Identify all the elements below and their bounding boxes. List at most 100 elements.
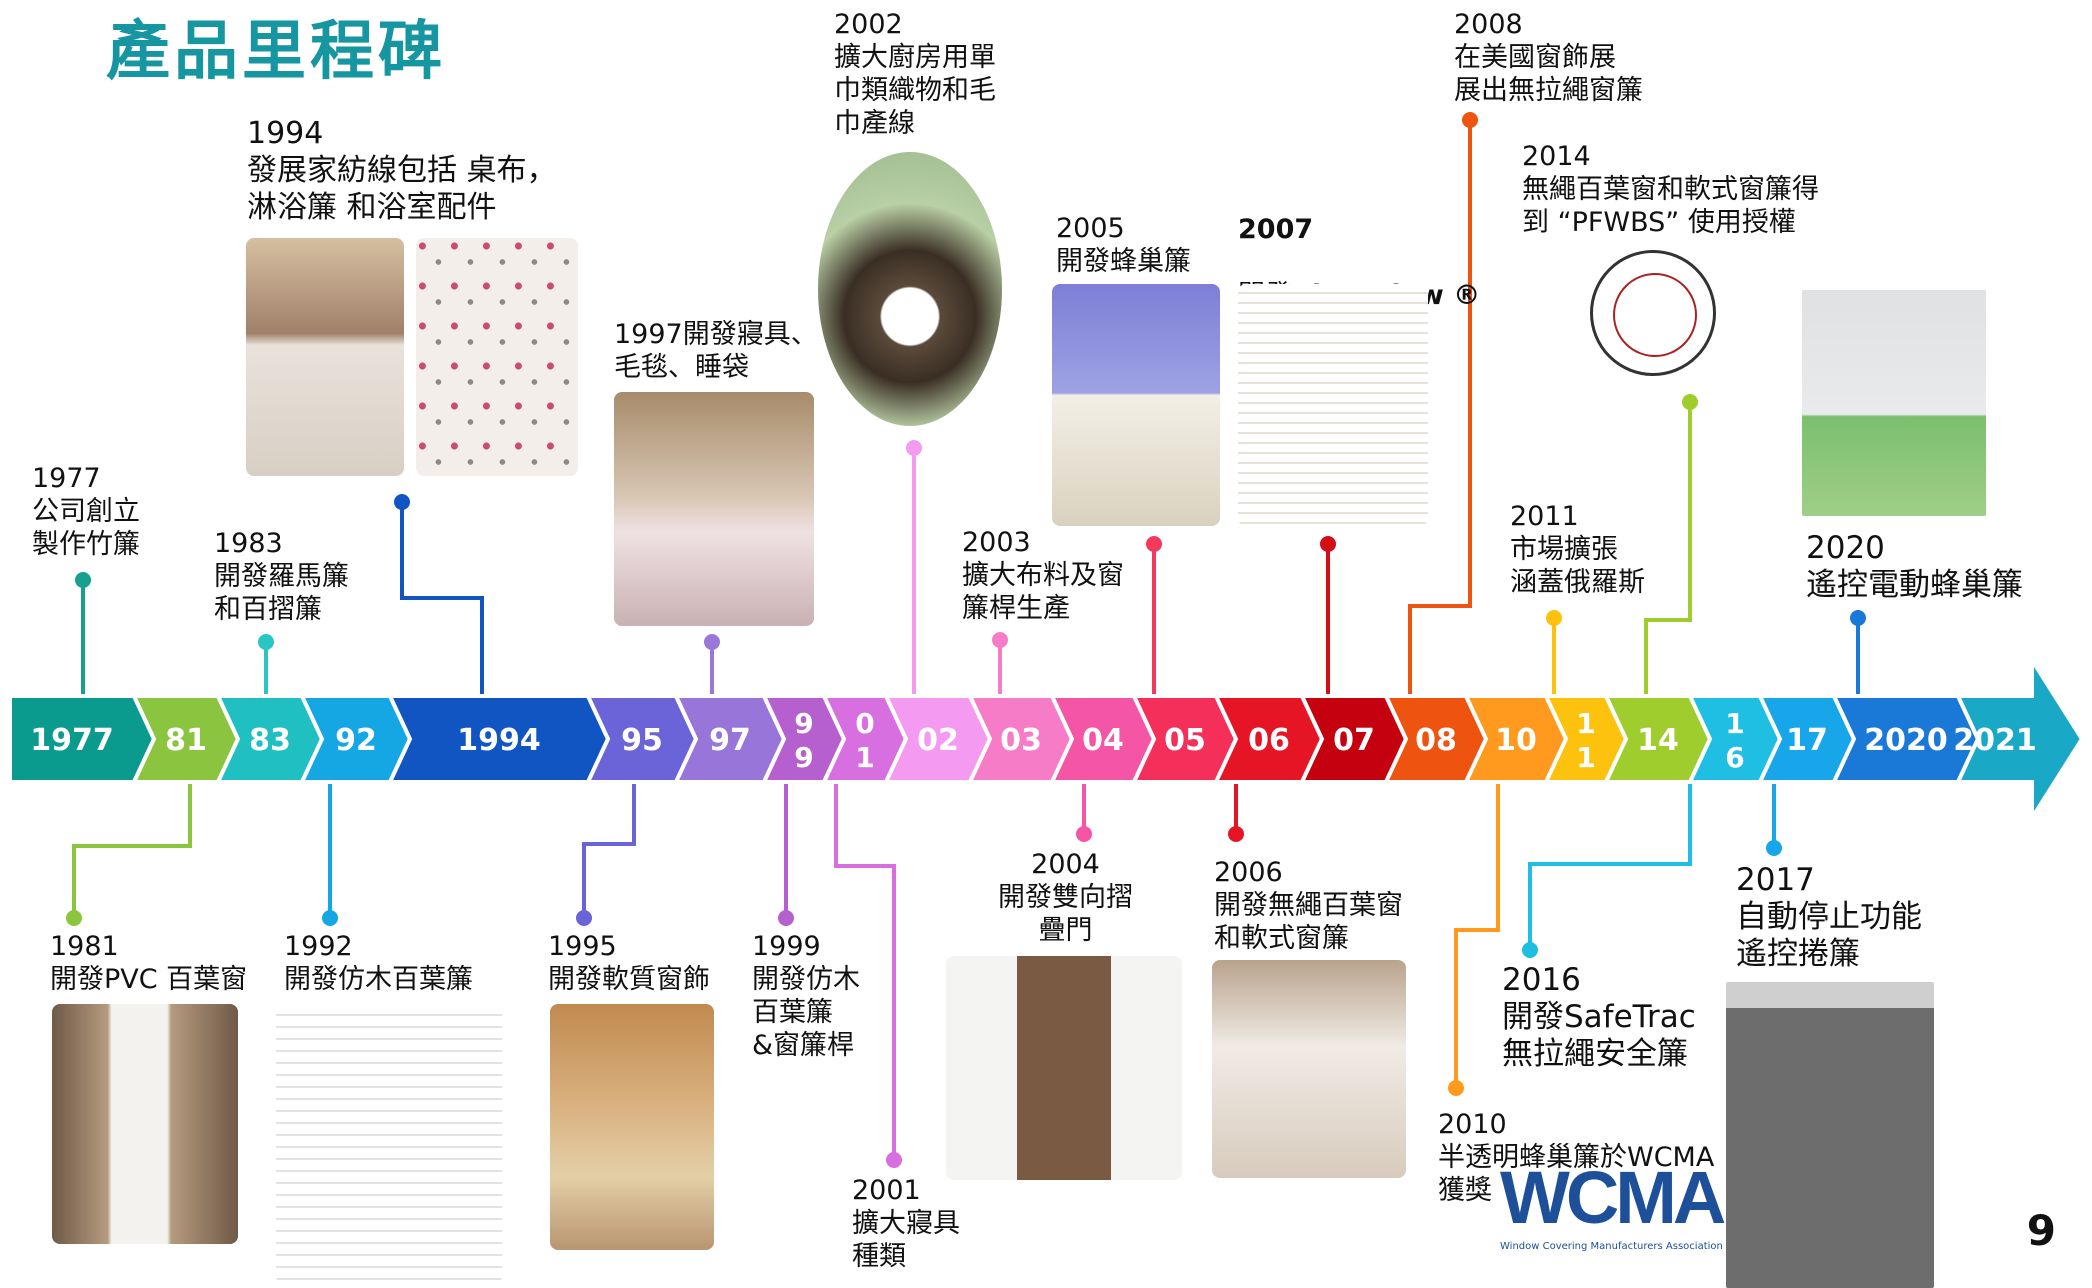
connector-line [1644,402,1692,696]
milestone-2007-year: 2007 [1238,214,1314,245]
milestone-dot [1766,840,1782,856]
milestone-dot [394,494,410,510]
milestone-dot [75,572,91,588]
page-title: 產品里程碑 [106,15,446,89]
arrow-segment-label: 81 [165,723,207,758]
milestone-dot [1522,942,1538,958]
milestone-2002: 2002 擴大廚房用單 巾類織物和毛 巾產線 [834,9,996,139]
milestone-dot [906,440,922,456]
tablecloth-photo [246,238,404,476]
milestone-2014: 2014 無繩百葉窗和軟式窗簾得 到 “PFWBS” 使用授權 [1522,141,1819,238]
arrow-segment-label: 04 [1082,723,1124,758]
bedding-photo [614,392,814,626]
bifold-door-photo [946,956,1182,1180]
milestone-2006: 2006 開發無繩百葉窗 和軟式窗簾 [1214,857,1403,954]
milestone-1977: 1977 公司創立 製作竹簾 [32,463,140,560]
milestone-dot [1682,394,1698,410]
arrow-segment-label: 10 [1495,723,1537,758]
connector-line [582,782,636,918]
arrow-segment-label: 2021 [1953,723,2037,758]
milestone-2003: 2003 擴大布料及窗 簾桿生產 [962,527,1124,624]
motorized-shade-photo [1802,290,1986,516]
arrow-segment-label: 97 [709,723,751,758]
milestone-2004: 2004 開發雙向摺 疊門 [998,849,1133,946]
milestone-2011: 2011 市場擴張 涵蓋俄羅斯 [1510,501,1645,598]
milestone-2017: 2017 自動停止功能 遙控捲簾 [1736,862,1922,972]
arrow-segment-label: 9 [794,707,813,740]
arrow-segment-label: 05 [1164,723,1206,758]
arrow-segment-label: 92 [335,723,377,758]
milestone-dot [1228,826,1244,842]
milestone-1992: 1992 開發仿木百葉簾 [284,931,473,995]
arrow-segment-label: 1 [1725,707,1744,740]
page-number: 9 [2026,1206,2056,1255]
connector-line [1454,782,1500,1088]
arrow-segment-label: 1 [855,741,874,774]
wcma-logo-subtitle: Window Covering Manufacturers Associatio… [1500,1241,1723,1252]
milestone-2001: 2001 擴大寢具 種類 [852,1175,960,1272]
milestone-1983: 1983 開發羅馬簾 和百摺簾 [214,528,349,625]
connector-line [834,782,896,1160]
milestone-dot [1146,536,1162,552]
shower-curtain-photo [416,238,578,476]
faux-wood-blind-photo [276,1004,502,1284]
milestone-dot [576,910,592,926]
milestone-dot [1320,536,1336,552]
arrow-segment-label: 06 [1248,723,1290,758]
milestone-2010: 2010 半透明蜂巢簾於WCMA 獲獎 [1438,1109,1715,1206]
roller-shade-photo [1726,982,1934,1288]
clearview-blind-photo [1238,284,1428,526]
arrow-segment-label: 83 [249,723,291,758]
milestone-1994: 1994 發展家紡線包括 桌布， 淋浴簾 和浴室配件 [247,116,557,225]
milestone-dot [886,1152,902,1168]
arrow-segment-label: 1 [1576,707,1595,740]
milestone-dot [322,910,338,926]
arrow-segment-label: 1977 [30,723,114,758]
connector-line [1528,782,1692,950]
milestone-dot [704,634,720,650]
arrow-segment [1954,653,2085,825]
arrow-segment-label: 14 [1637,723,1679,758]
milestone-dot [66,910,82,926]
milestone-dot [1546,610,1562,626]
arrow-segment-label: 08 [1415,723,1457,758]
arrow-segment-label: 1 [1576,741,1595,774]
arrow-segment-label: 17 [1786,723,1828,758]
milestone-1981: 1981 開發PVC 百葉窗 [50,931,248,995]
milestone-dot [1448,1080,1464,1096]
wcma-logo-text: WCMA [1500,1156,1726,1239]
arrow-segment-label: 03 [1000,723,1042,758]
milestone-2005: 2005 開發蜂巢簾 [1056,213,1191,277]
milestone-1999: 1999 開發仿木 百葉簾 &窗簾桿 [752,931,860,1061]
pfwbs-seal-logo [1590,250,1716,376]
arrow-segment-label: 9 [794,741,813,774]
arrow-segment-label: 0 [855,707,874,740]
arrow-segment-label: 6 [1725,741,1744,774]
connector-line [72,782,192,918]
cordless-blind-photo [1212,960,1406,1178]
arrow-segment-label: 02 [917,723,959,758]
milestone-dot [992,632,1008,648]
milestone-dot [1462,112,1478,128]
arrow-segment-label: 1994 [457,723,541,758]
connector-line [1408,120,1472,696]
milestone-2020: 2020 遙控電動蜂巢簾 [1806,530,2023,603]
soft-treatment-photo [550,1004,714,1250]
honeycomb-blind-photo [1052,284,1220,526]
milestone-dot [1850,610,1866,626]
seal-inner-ring [1613,273,1697,357]
milestone-dot [258,634,274,650]
arrow-segment-label: 07 [1333,723,1375,758]
connector-line [400,502,484,696]
arrow-segment-label: 2020 [1864,723,1948,758]
milestone-dot [778,910,794,926]
milestone-2008: 2008 在美國窗飾展 展出無拉繩窗簾 [1454,9,1643,106]
milestone-1997: 1997開發寢具、 毛毯、睡袋 [614,319,818,383]
milestone-2016: 2016 開發SafeTrac 無拉繩安全簾 [1502,962,1696,1072]
milestone-1995: 1995 開發軟質窗飾 [548,931,710,995]
pvc-blind-photo [52,1004,238,1244]
arrow-segment-label: 95 [621,723,663,758]
wcma-logo: WCMA Window Covering Manufacturers Assoc… [1500,1155,1726,1260]
